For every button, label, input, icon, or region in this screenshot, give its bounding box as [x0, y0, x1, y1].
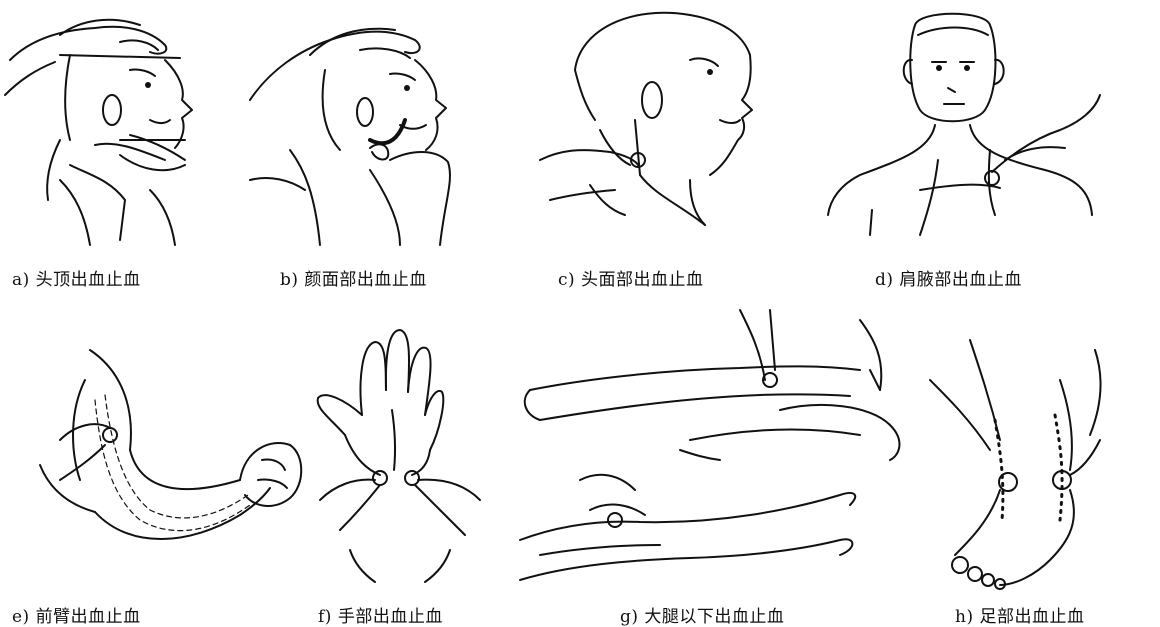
panel-a-head-top: a) 头顶出血止血	[0, 0, 240, 250]
panel-e-forearm: e) 前臂出血止血	[0, 320, 320, 590]
panel-d-shoulder-armpit: d) 肩腋部出血止血	[820, 0, 1110, 250]
foot-compression-illustration	[920, 320, 1120, 590]
thigh-compression-illustration	[520, 310, 920, 590]
hand-compression-illustration	[300, 320, 500, 590]
panel-c-head-face: c) 头面部出血止血	[540, 0, 790, 250]
face-compression-illustration	[250, 0, 490, 250]
panel-f-hand: f) 手部出血止血	[300, 320, 500, 590]
head-face-compression-illustration	[540, 0, 790, 250]
caption-b: b) 颜面部出血止血	[280, 265, 427, 290]
caption-g: g) 大腿以下出血止血	[620, 602, 784, 627]
caption-c: c) 头面部出血止血	[558, 265, 704, 290]
caption-d: d) 肩腋部出血止血	[875, 265, 1022, 290]
shoulder-armpit-compression-illustration	[820, 0, 1110, 250]
caption-e: e) 前臂出血止血	[12, 602, 141, 627]
panel-g-thigh: g) 大腿以下出血止血	[520, 310, 920, 590]
caption-h: h) 足部出血止血	[955, 602, 1085, 627]
caption-f: f) 手部出血止血	[318, 602, 443, 627]
forearm-compression-illustration	[0, 320, 320, 590]
panel-h-foot: h) 足部出血止血	[920, 320, 1120, 590]
panel-b-face: b) 颜面部出血止血	[250, 0, 490, 250]
caption-a: a) 头顶出血止血	[12, 265, 141, 290]
head-top-compression-illustration	[0, 0, 240, 250]
